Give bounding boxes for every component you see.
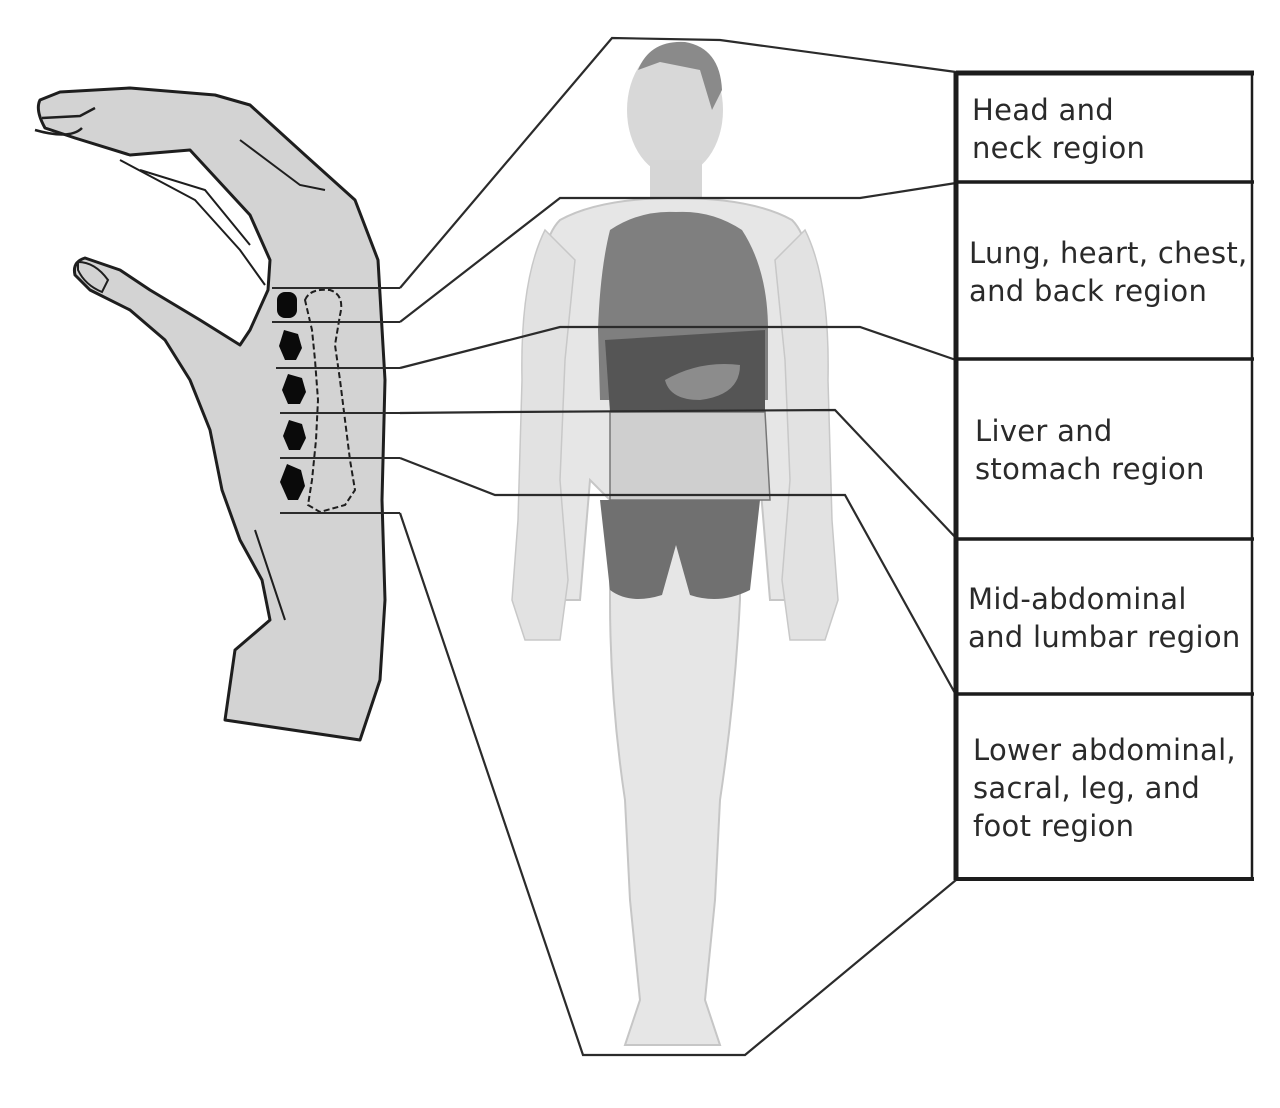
hand-outline bbox=[36, 86, 387, 742]
region-label-lower-abdominal: Lower abdominal, sacral, leg, and foot r… bbox=[956, 696, 1252, 879]
body-illustration bbox=[511, 41, 839, 1046]
hand-illustration bbox=[34, 86, 400, 742]
head bbox=[627, 44, 723, 176]
pulse-point-3 bbox=[282, 374, 306, 404]
region-label-text: Lung, heart, chest, and back region bbox=[969, 235, 1248, 308]
pelvis-muscles bbox=[600, 500, 760, 599]
connector-lower-abdominal bbox=[399, 456, 957, 696]
finger-line bbox=[41, 106, 96, 120]
region-label-head-neck: Head and neck region bbox=[956, 75, 1252, 182]
intestines bbox=[609, 411, 771, 501]
palm-crease bbox=[254, 529, 286, 621]
region-label-liver-stomach: Liver and stomach region bbox=[956, 361, 1252, 539]
label-column-frame bbox=[953, 70, 1254, 881]
pulse-point-5 bbox=[280, 464, 305, 500]
stomach bbox=[665, 364, 740, 400]
finger-crease bbox=[239, 139, 326, 191]
region-label-text: Liver and stomach region bbox=[975, 414, 1205, 486]
radius-bone-outline bbox=[303, 288, 357, 514]
pulse-point-2 bbox=[279, 330, 302, 360]
region-label-text: Lower abdominal, sacral, leg, and foot r… bbox=[973, 732, 1236, 843]
connector-mid-abdominal bbox=[399, 408, 957, 539]
thumb-nail bbox=[77, 260, 110, 294]
pulse-points bbox=[277, 292, 306, 500]
connector-lines bbox=[398, 36, 957, 1057]
pulse-point-4 bbox=[283, 420, 306, 450]
hand-division-lines bbox=[272, 287, 400, 514]
region-label-lung-heart: Lung, heart, chest, and back region bbox=[956, 184, 1252, 359]
pulse-point-1 bbox=[277, 292, 297, 318]
connector-head bbox=[399, 36, 957, 289]
region-label-text: Mid-abdominal and lumbar region bbox=[968, 581, 1241, 654]
hair bbox=[638, 41, 722, 110]
right-arm bbox=[774, 228, 839, 641]
finger-crease bbox=[139, 169, 251, 246]
region-label-text: Head and neck region bbox=[972, 92, 1146, 165]
left-arm bbox=[511, 228, 576, 641]
region-label-mid-abdominal: Mid-abdominal and lumbar region bbox=[956, 541, 1252, 694]
finger-crease bbox=[119, 159, 266, 286]
connector-lower-bound bbox=[398, 512, 957, 1057]
connector-liver bbox=[399, 325, 957, 370]
connector-lung bbox=[399, 181, 957, 323]
finger-line bbox=[34, 127, 83, 136]
